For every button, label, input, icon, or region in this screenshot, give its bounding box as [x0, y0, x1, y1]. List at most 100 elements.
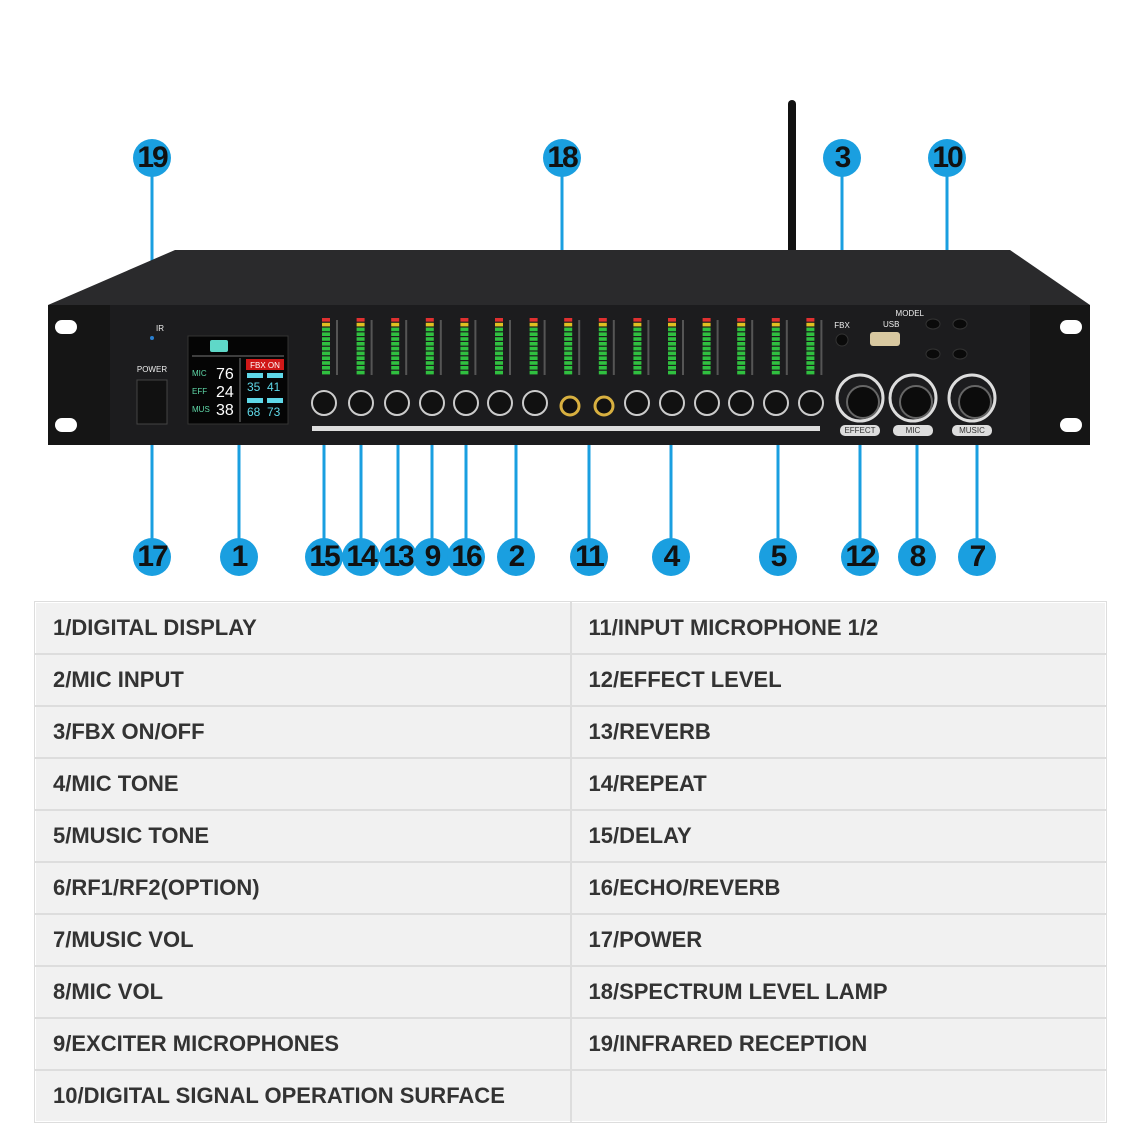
meter-segment	[737, 327, 746, 332]
meter-segment	[564, 327, 573, 332]
meter-segment	[425, 332, 434, 336]
rotary-knob[interactable]	[694, 390, 720, 416]
fbx-button[interactable]	[835, 333, 849, 347]
meter-segment	[564, 361, 573, 365]
legend-cell: 19/INFRARED RECEPTION	[569, 1017, 1107, 1071]
meter-segment	[495, 337, 503, 341]
meter-segment	[425, 366, 434, 370]
rotary-knob[interactable]	[798, 390, 824, 416]
meter-segment	[495, 351, 503, 356]
meter-segment	[806, 318, 815, 322]
callout-marker: 11	[570, 538, 608, 576]
meter-segment	[702, 318, 711, 322]
meter-segment	[633, 318, 642, 322]
prev-button[interactable]	[925, 348, 941, 360]
legend-cell: 2/MIC INPUT	[34, 653, 572, 707]
rotary-knob[interactable]	[763, 390, 789, 416]
meter-segment	[633, 370, 642, 375]
usb-port[interactable]	[870, 332, 900, 346]
legend-cell: 7/MUSIC VOL	[34, 913, 572, 967]
meter-segment	[529, 332, 538, 336]
rotary-knob[interactable]	[311, 390, 337, 416]
meter-segment	[702, 322, 711, 327]
meter-segment	[425, 342, 434, 346]
label-strip	[312, 426, 820, 431]
rotary-knob[interactable]	[624, 390, 650, 416]
meter-segment	[529, 322, 538, 327]
display-label: EFF	[192, 387, 207, 396]
callout-marker: 8	[898, 538, 936, 576]
meter-segment	[356, 342, 365, 346]
meter-segment	[737, 346, 746, 351]
meter-segment	[633, 361, 642, 365]
meter-segment	[391, 318, 400, 322]
rotary-knob[interactable]	[728, 390, 754, 416]
meter-segment	[598, 327, 607, 332]
meter-segment	[771, 322, 780, 327]
callout-marker: 2	[497, 538, 535, 576]
meter-segment	[737, 332, 746, 336]
meter-segment	[702, 337, 711, 341]
mic-volume-knob[interactable]	[899, 385, 933, 419]
meter-segment	[598, 370, 607, 375]
meter-segment	[356, 322, 365, 327]
meter-segment	[391, 327, 400, 332]
meter-segment	[633, 322, 642, 327]
meter-segment	[668, 337, 676, 341]
callout-marker: 1	[220, 538, 258, 576]
meter-segment	[598, 366, 607, 370]
mic-input-jack[interactable]	[559, 395, 581, 417]
meter-segment	[806, 356, 815, 360]
meter-segment	[668, 318, 676, 322]
effect-volume-knob[interactable]	[846, 385, 880, 419]
meter-segment	[737, 318, 746, 322]
rotary-knob[interactable]	[453, 390, 479, 416]
callout-marker: 7	[958, 538, 996, 576]
meter-segment	[391, 356, 400, 360]
rotary-knob[interactable]	[419, 390, 445, 416]
callout-marker: 4	[652, 538, 690, 576]
meter-segment	[668, 346, 676, 351]
meter-segment	[668, 342, 676, 346]
meter-segment	[425, 356, 434, 360]
rotary-knob[interactable]	[487, 390, 513, 416]
legend-row: 10/DIGITAL SIGNAL OPERATION SURFACE	[34, 1069, 1107, 1123]
meter-segment	[356, 346, 365, 351]
legend-cell: 16/ECHO/REVERB	[569, 861, 1107, 915]
rotary-knob[interactable]	[384, 390, 410, 416]
music-volume-knob[interactable]	[958, 385, 992, 419]
meter-segment	[495, 322, 503, 327]
legend-cell: 8/MIC VOL	[34, 965, 572, 1019]
meter-segment	[322, 327, 330, 332]
meter-segment	[391, 342, 400, 346]
meter-segment	[598, 361, 607, 365]
next-button[interactable]	[952, 348, 968, 360]
rotary-knob[interactable]	[659, 390, 685, 416]
mic-input-jack[interactable]	[593, 395, 615, 417]
play-pause-button[interactable]	[952, 318, 968, 330]
meter-segment	[529, 370, 538, 375]
meter-segment	[633, 346, 642, 351]
power-switch[interactable]	[136, 379, 168, 425]
meter-segment	[529, 318, 538, 322]
rotary-knob[interactable]	[522, 390, 548, 416]
power-label: POWER	[137, 365, 167, 374]
meter-segment	[564, 346, 573, 351]
meter-segment	[460, 346, 469, 351]
meter-segment	[564, 366, 573, 370]
rotary-knob[interactable]	[348, 390, 374, 416]
meter-segment	[668, 361, 676, 365]
meter-segment	[564, 337, 573, 341]
legend-cell: 3/FBX ON/OFF	[34, 705, 572, 759]
meter-segment	[356, 351, 365, 356]
legend-cell: 1/DIGITAL DISPLAY	[34, 601, 572, 655]
meter-segment	[771, 346, 780, 351]
meter-segment	[356, 332, 365, 336]
meter-segment	[771, 351, 780, 356]
callout-marker: 13	[379, 538, 417, 576]
meter-segment	[322, 337, 330, 341]
model-button[interactable]	[925, 318, 941, 330]
